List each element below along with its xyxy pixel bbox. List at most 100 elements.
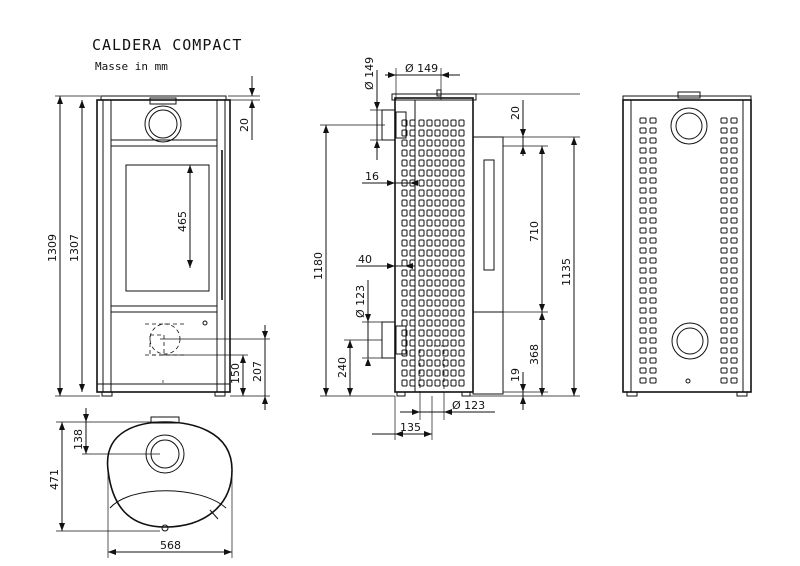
- vent-slot: [450, 259, 457, 267]
- vent-slot: [730, 307, 738, 314]
- top-knob: [161, 524, 169, 532]
- vent-slot: [720, 277, 728, 284]
- vent-slot: [450, 349, 457, 357]
- side-dim-40: 40: [358, 253, 372, 266]
- vent-slot: [639, 257, 647, 264]
- vent-slot: [409, 159, 416, 167]
- vent-slot: [649, 337, 657, 344]
- vent-slot: [649, 317, 657, 324]
- rear-vent-slots: [639, 117, 738, 384]
- vent-slot: [442, 199, 449, 207]
- rear-foot-right: [736, 391, 748, 397]
- vent-slot: [434, 279, 441, 287]
- vent-slot: [418, 269, 425, 277]
- vent-slot: [418, 139, 425, 147]
- front-dim-20: 20: [238, 118, 251, 132]
- vent-slot: [442, 369, 449, 377]
- vent-slot: [649, 367, 657, 374]
- vent-slot: [434, 179, 441, 187]
- top-dim-568: 568: [160, 539, 181, 552]
- vent-slot: [426, 239, 433, 247]
- front-flue-ring-inner: [148, 109, 178, 139]
- vent-slot: [426, 149, 433, 157]
- side-dimensions: Ø 149 Ø 149 1180 16 40 Ø 123 240: [312, 57, 580, 440]
- vent-slot: [458, 209, 465, 217]
- front-door: [110, 145, 218, 307]
- rear-flue-outer: [670, 107, 708, 145]
- vent-slot: [442, 359, 449, 367]
- vent-slot: [401, 149, 408, 157]
- vent-slot: [434, 259, 441, 267]
- vent-slot: [409, 229, 416, 237]
- vent-slot: [649, 297, 657, 304]
- vent-slot: [434, 129, 441, 137]
- vent-slot: [442, 229, 449, 237]
- vent-slot: [730, 207, 738, 214]
- vent-slot: [434, 289, 441, 297]
- vent-slot: [639, 147, 647, 154]
- rear-knob: [685, 378, 691, 384]
- vent-slot: [639, 227, 647, 234]
- side-door: [472, 136, 504, 313]
- rear-air-outer: [671, 322, 709, 360]
- vent-slot: [639, 177, 647, 184]
- vent-slot: [434, 219, 441, 227]
- vent-slot: [730, 257, 738, 264]
- vent-slot: [442, 239, 449, 247]
- front-left-panel: [102, 99, 112, 393]
- vent-slot: [442, 189, 449, 197]
- dim-arrows-20s: [520, 129, 526, 154]
- vent-slot: [442, 269, 449, 277]
- vent-slot: [649, 377, 657, 384]
- vent-slot: [418, 359, 425, 367]
- vent-slot: [401, 269, 408, 277]
- vent-slot: [426, 209, 433, 217]
- vent-slot: [409, 169, 416, 177]
- side-vent-slots: [401, 119, 465, 387]
- vent-slot: [434, 189, 441, 197]
- vent-slot: [730, 147, 738, 154]
- dim-arrows-20: [249, 88, 255, 108]
- vent-slot: [720, 227, 728, 234]
- vent-slot: [458, 219, 465, 227]
- vent-slot: [401, 169, 408, 177]
- vent-slot: [401, 279, 408, 287]
- vent-slot: [720, 377, 728, 384]
- vent-slot: [442, 299, 449, 307]
- vent-slot: [458, 169, 465, 177]
- vent-slot: [649, 357, 657, 364]
- vent-slot: [639, 377, 647, 384]
- vent-slot: [720, 307, 728, 314]
- front-foot-right: [214, 391, 226, 397]
- vent-slot: [458, 359, 465, 367]
- vent-slot: [401, 259, 408, 267]
- vent-slot: [649, 267, 657, 274]
- vent-slot: [409, 219, 416, 227]
- vent-slot: [730, 237, 738, 244]
- vent-slot: [730, 377, 738, 384]
- vent-slot: [720, 197, 728, 204]
- dim-arrows-16: [387, 180, 418, 186]
- vent-slot: [450, 229, 457, 237]
- vent-slot: [639, 327, 647, 334]
- vent-slot: [434, 169, 441, 177]
- vent-slot: [720, 217, 728, 224]
- vent-slot: [418, 299, 425, 307]
- vent-slot: [450, 189, 457, 197]
- top-dim-471: 471: [48, 469, 61, 490]
- side-top-plate: [391, 93, 477, 101]
- vent-slot: [649, 117, 657, 124]
- vent-slot: [450, 159, 457, 167]
- vent-slot: [434, 309, 441, 317]
- vent-slot: [426, 319, 433, 327]
- vent-slot: [401, 129, 408, 137]
- front-knob: [202, 320, 208, 326]
- top-handle: [209, 509, 219, 520]
- vent-slot: [409, 139, 416, 147]
- vent-slot: [649, 147, 657, 154]
- vent-slot: [409, 339, 416, 347]
- side-dim-1180: 1180: [312, 252, 325, 280]
- vent-slot: [450, 209, 457, 217]
- vent-slot: [409, 129, 416, 137]
- vent-slot: [426, 279, 433, 287]
